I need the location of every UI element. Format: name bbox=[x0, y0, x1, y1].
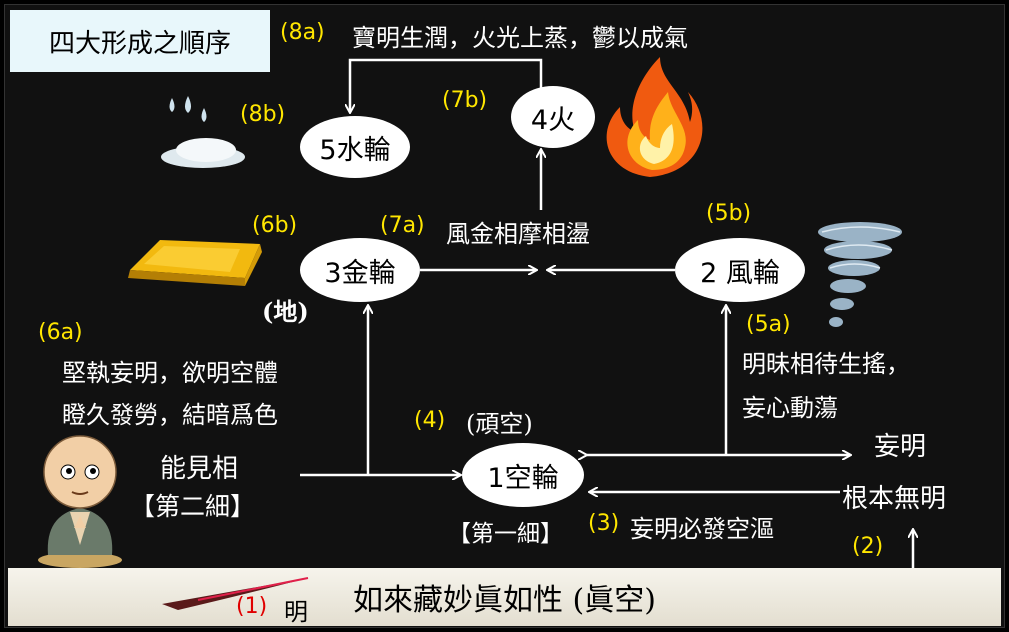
label-earth: (地) bbox=[262, 297, 309, 326]
bottom-title: 如來藏妙眞如性 (眞空) bbox=[353, 583, 656, 618]
gold-bar-icon bbox=[128, 240, 262, 286]
node-space-wheel: 1空輪 bbox=[462, 443, 584, 507]
text-4: (頑空) bbox=[466, 410, 533, 438]
node-metal-wheel: 3金輪 bbox=[300, 238, 420, 302]
text-dier: 【第二細】 bbox=[130, 492, 256, 521]
arrow-fire-to-water bbox=[350, 58, 543, 112]
text-6a-line2: 瞪久發勞，結暗爲色 bbox=[62, 401, 278, 429]
flame-icon bbox=[606, 57, 703, 177]
label-1: (1) bbox=[236, 594, 268, 619]
text-ming: 明 bbox=[284, 598, 308, 626]
label-6a: (6a) bbox=[38, 320, 83, 345]
text-8a: 寶明生潤，火光上蒸，鬱以成氣 bbox=[352, 24, 688, 52]
text-genben: 根本無明 bbox=[842, 484, 947, 514]
label-8b: (8b) bbox=[240, 102, 286, 127]
brush-stroke-icon bbox=[162, 577, 309, 610]
label-7a: (7a) bbox=[380, 213, 425, 238]
label-5b: (5b) bbox=[706, 201, 752, 226]
text-6a-line1: 堅執妄明，欲明空體 bbox=[62, 359, 278, 387]
water-droplets-icon bbox=[161, 96, 245, 168]
label-7b: (7b) bbox=[442, 88, 488, 113]
label-5a: (5a) bbox=[746, 312, 791, 337]
text-3: 妄明必發空漚 bbox=[630, 515, 774, 543]
label-6b: (6b) bbox=[252, 213, 298, 238]
node-fire: 4火 bbox=[511, 86, 595, 148]
text-nengjian: 能見相 bbox=[160, 454, 239, 484]
bottom-band: (1) 明 如來藏妙眞如性 (眞空) bbox=[8, 568, 1001, 626]
text-5a-line1: 明昧相待生搖， bbox=[742, 350, 910, 378]
label-3: (3) bbox=[588, 511, 620, 536]
tornado-icon bbox=[818, 222, 902, 327]
node-wind-wheel: 2 風輪 bbox=[675, 238, 805, 302]
label-4: (4) bbox=[414, 408, 446, 433]
label-2: (2) bbox=[852, 534, 884, 559]
text-7a: 風金相摩相盪 bbox=[446, 220, 590, 248]
monk-figure-icon bbox=[38, 435, 122, 568]
text-diyi: 【第一細】 bbox=[448, 521, 563, 547]
text-5a-line2: 妄心動蕩 bbox=[742, 394, 838, 422]
page-title: 四大形成之順序 bbox=[10, 10, 270, 72]
text-wangming: 妄明 bbox=[874, 432, 927, 462]
node-water-wheel: 5水輪 bbox=[300, 116, 410, 178]
label-8a: (8a) bbox=[280, 20, 325, 45]
